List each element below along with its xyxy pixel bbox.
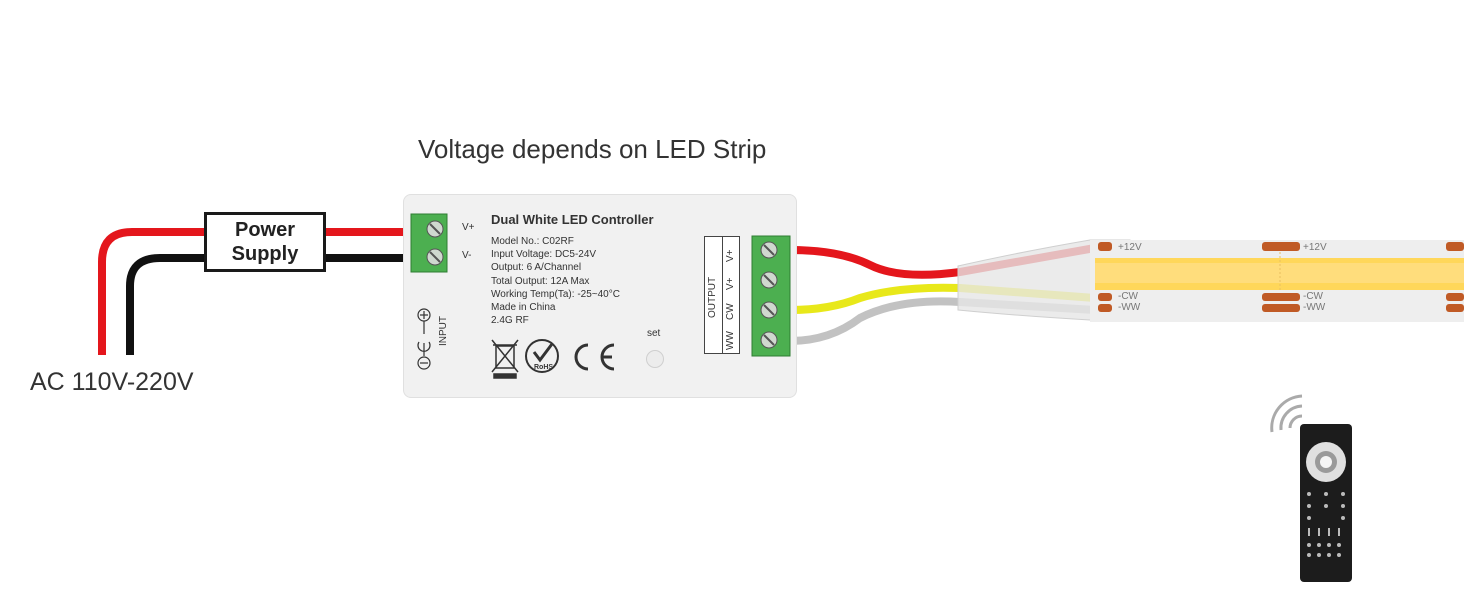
pad-left-bot — [1098, 304, 1112, 312]
set-label: set — [647, 328, 661, 339]
spec-line: Output: 6 A/Channel — [491, 262, 582, 273]
pad-mid-mid — [1262, 293, 1300, 301]
power-supply-line1: Power — [234, 219, 296, 241]
pad-mid-top — [1262, 242, 1300, 251]
wireless-signal-icon — [1270, 394, 1303, 433]
ac-input-label: AC 110V-220V — [30, 368, 194, 396]
spec-line: Model No.: C02RF — [491, 236, 574, 247]
strip-label-12v: +12V — [1303, 242, 1327, 253]
pad-right-top — [1446, 242, 1464, 251]
ac-black-wire — [126, 254, 204, 355]
ac-red-wire — [98, 228, 204, 355]
output-vplus-label-1: V+ — [725, 249, 736, 262]
spec-line: Working Temp(Ta): -25~40°C — [491, 289, 620, 300]
strip-label-ww: -WW — [1118, 302, 1141, 313]
input-label: INPUT — [438, 316, 449, 346]
pad-right-mid — [1446, 293, 1464, 301]
strip-label-12v: +12V — [1118, 242, 1142, 253]
input-vplus-label: V+ — [462, 222, 475, 233]
spec-line: Made in China — [491, 302, 556, 313]
spec-line: 2.4G RF — [491, 315, 529, 326]
power-supply-box: Power Supply — [204, 212, 326, 272]
out-yellow-wire — [789, 283, 1096, 314]
power-supply-line2: Supply — [231, 243, 299, 265]
pad-left-top — [1098, 242, 1112, 251]
set-button[interactable] — [646, 350, 664, 368]
ce-icon — [574, 343, 615, 371]
controller-title: Dual White LED Controller — [491, 212, 654, 227]
output-ww-label: WW — [725, 331, 736, 350]
strip-label-ww: -WW — [1303, 302, 1326, 313]
rohs-text: RoHS — [534, 364, 553, 371]
spec-line: Total Output: 12A Max — [491, 276, 590, 287]
weee-bin-icon — [491, 339, 519, 379]
dc-polarity-icon — [417, 308, 431, 370]
out-gray-wire — [789, 297, 1096, 345]
pad-mid-bot — [1262, 304, 1300, 312]
strip-label-cw: -CW — [1118, 291, 1138, 302]
diagram-title: Voltage depends on LED Strip — [418, 134, 767, 164]
out-red-wire — [789, 244, 1096, 279]
input-vminus-label: V- — [462, 250, 472, 261]
output-vplus-label-2: V+ — [725, 277, 736, 290]
strip-label-cw: -CW — [1303, 291, 1323, 302]
rohs-icon: RoHS — [525, 339, 559, 373]
spec-line: Input Voltage: DC5-24V — [491, 249, 597, 260]
output-panel-divider — [722, 236, 723, 354]
pad-right-bot — [1446, 304, 1464, 312]
pad-left-mid — [1098, 293, 1112, 301]
output-cw-label: CW — [725, 303, 736, 320]
output-label: OUTPUT — [707, 276, 718, 318]
remote-control-icon — [1300, 424, 1352, 582]
